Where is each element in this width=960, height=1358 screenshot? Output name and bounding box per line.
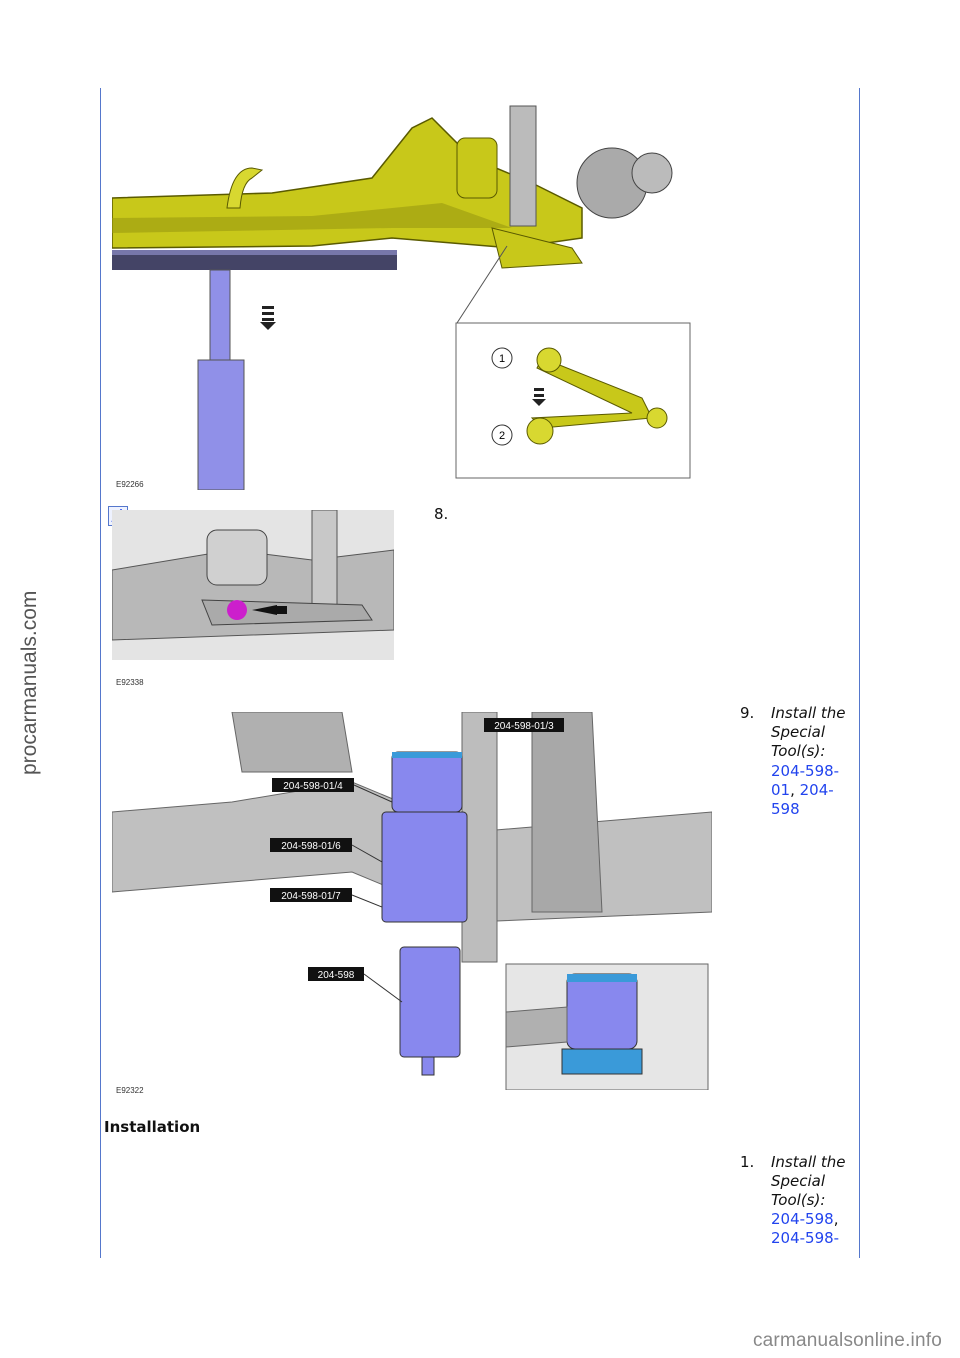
link-inst-204-598-cont[interactable]: 204-598- [771, 1229, 840, 1247]
tool-label-01-6: 204-598-01/6 [281, 841, 341, 852]
step-8-number: 8. [434, 505, 449, 523]
tool-label-204-598: 204-598 [318, 970, 355, 981]
install-step-1-number: 1. [740, 1153, 755, 1171]
tool-label-01-7: 204-598-01/7 [281, 891, 341, 902]
install-step-1-links: 204-598, 204-598- [771, 1210, 840, 1247]
tool-label-01-4: 204-598-01/4 [283, 781, 343, 792]
step-9-text: Install the Special Tool(s): [771, 704, 846, 760]
figure-id-e92322: E92322 [116, 1086, 144, 1095]
callout-2: 2 [499, 430, 505, 442]
step-9-number: 9. [740, 704, 755, 722]
right-margin-rule [859, 88, 860, 1258]
link-204-598[interactable]: 204-598 [771, 781, 834, 818]
install-step-1-text: Install the Special Tool(s): [771, 1153, 846, 1209]
figure-id-e92266: E92266 [116, 480, 144, 489]
figure-special-tool-install: 204-598-01/3 204-598-01/4 204-598-01/6 2… [112, 712, 712, 1090]
figure-subframe-lowering: 1 2 [112, 98, 702, 490]
footer-watermark: carmanualsonline.info [752, 1330, 942, 1351]
callout-1: 1 [499, 353, 505, 365]
left-margin-rule [100, 88, 101, 1258]
section-heading-installation: Installation [104, 1118, 201, 1136]
side-watermark: procarmanuals.com [18, 590, 41, 775]
link-inst-204-598[interactable]: 204-598 [771, 1210, 834, 1228]
step-9-links: 204-598-01, 204-598 [771, 762, 840, 818]
tool-label-01-3: 204-598-01/3 [494, 721, 554, 732]
subframe-illustration: 1 2 [112, 105, 691, 490]
figure-bolt-location [112, 510, 394, 660]
figure-id-e92338: E92338 [116, 678, 144, 687]
link-204-598-01[interactable]: 204-598-01 [771, 762, 840, 799]
